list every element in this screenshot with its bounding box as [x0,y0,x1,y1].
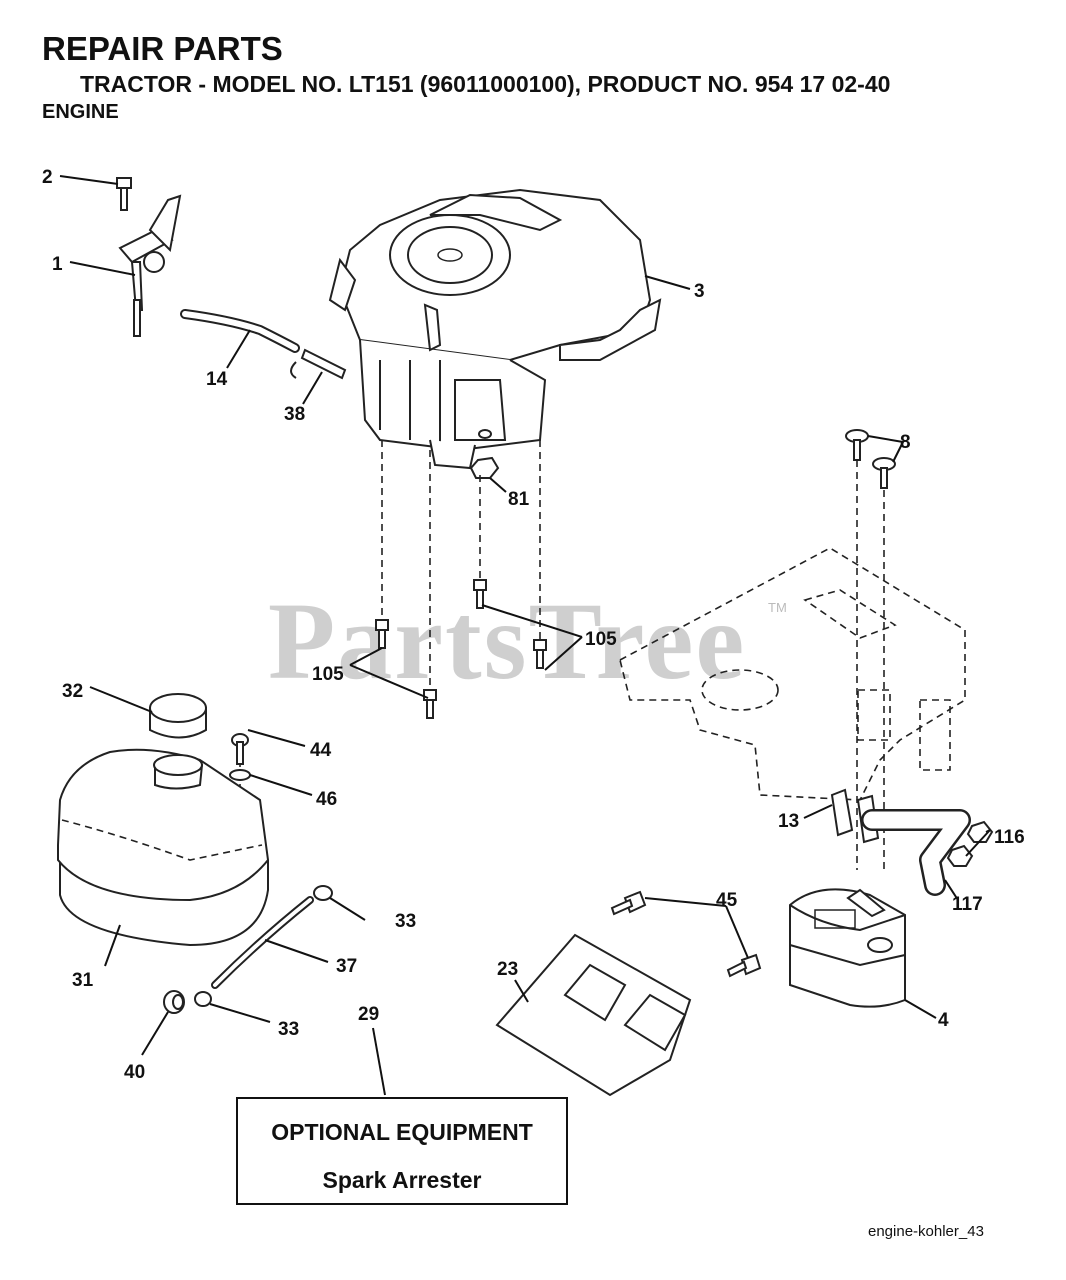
leader-lines [59,175,991,1096]
fuel-line-14[interactable] [180,309,300,353]
diagram-code: engine-kohler_43 [868,1223,984,1240]
page-subtitle: TRACTOR - MODEL NO. LT151 (96011000100),… [80,71,891,97]
callout-8: 8 [900,432,911,453]
grommet-40[interactable] [163,990,185,1014]
bolts-8[interactable] [845,429,896,489]
callout-labels: 2 1 3 14 38 81 8 105 105 32 44 46 13 116… [42,167,1025,1083]
callout-14: 14 [206,369,228,390]
callout-33-upper: 33 [395,911,416,932]
callout-117: 117 [952,894,983,915]
screws-45[interactable] [610,890,762,978]
callout-2: 2 [42,167,53,188]
nuts-116[interactable] [946,820,994,867]
callout-3: 3 [694,281,705,302]
callout-116: 116 [994,827,1025,848]
callout-4: 4 [938,1010,949,1031]
callout-31: 31 [72,970,94,991]
callout-37: 37 [336,956,357,977]
fuel-cap-32[interactable] [149,693,207,739]
callout-1: 1 [52,254,63,275]
callout-23: 23 [497,959,518,980]
fuel-line-37[interactable] [211,896,314,989]
callout-81: 81 [508,489,530,510]
fuel-fitting-38[interactable] [290,348,347,380]
throttle-bracket[interactable] [118,194,182,337]
muffler-4[interactable] [789,888,906,1008]
engine[interactable] [328,188,662,470]
clamp-33-upper[interactable] [313,885,333,901]
page-title: REPAIR PARTS [42,30,283,67]
optional-equipment-box: OPTIONAL EQUIPMENT Spark Arrester [236,1097,568,1205]
nut-81[interactable] [469,429,500,479]
screw-2[interactable] [116,177,132,211]
washer-46[interactable] [229,769,251,781]
optional-equipment-title: OPTIONAL EQUIPMENT [271,1119,533,1145]
spark-arrester-23[interactable] [495,933,692,1097]
callout-105-right: 105 [585,629,617,650]
watermark-tm: TM [768,600,787,615]
screw-44[interactable] [231,733,249,765]
callout-32: 32 [62,681,83,702]
callout-45: 45 [716,890,738,911]
optional-equipment-subtitle: Spark Arrester [322,1167,482,1193]
callout-29: 29 [358,1004,379,1025]
callout-33-lower: 33 [278,1019,299,1040]
callout-46: 46 [316,789,337,810]
callout-105-left: 105 [312,664,344,685]
callout-44: 44 [310,740,332,761]
clamp-33-lower[interactable] [194,991,212,1007]
callout-40: 40 [124,1062,145,1083]
section-label: ENGINE [42,101,119,123]
callout-13: 13 [778,811,799,832]
fuel-tank-31[interactable] [57,748,270,947]
callout-38: 38 [284,404,305,425]
watermark: PartsTree [268,580,746,702]
exhaust-pipe-117[interactable] [861,809,971,896]
